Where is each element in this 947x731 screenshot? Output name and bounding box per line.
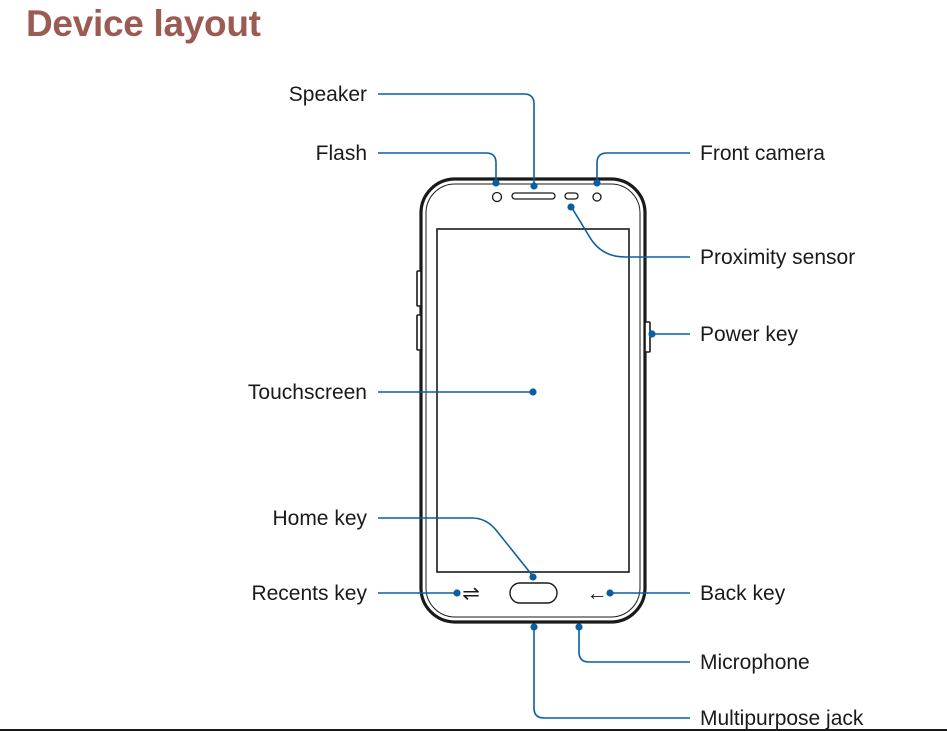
multipurpose-jack-label: Multipurpose jack [700, 707, 864, 730]
flash-dot [492, 179, 500, 187]
touchscreen-label: Touchscreen [248, 381, 367, 404]
front-camera-icon [592, 192, 602, 202]
speaker-label: Speaker [289, 83, 367, 106]
power-key-dot [648, 330, 656, 338]
volume-up-button [416, 270, 422, 307]
microphone-dot [575, 623, 583, 631]
touchscreen-panel [436, 228, 630, 573]
multipurpose-jack-dot [530, 623, 538, 631]
power-key-label: Power key [700, 323, 799, 346]
flash-label: Flash [316, 142, 367, 165]
page-title: Device layout [26, 3, 261, 44]
home-key-icon [509, 582, 558, 604]
home-key-leader [378, 517, 533, 576]
speaker-dot [530, 182, 538, 190]
multipurpose-jack-leader [533, 627, 690, 719]
recents-key-dot [453, 589, 461, 597]
proximity-sensor-dot [567, 203, 575, 211]
back-key-icon: ← [587, 582, 608, 605]
back-key-label: Back key [700, 582, 786, 605]
proximity-sensor-leader [571, 207, 690, 258]
volume-down-button [416, 314, 422, 351]
front-camera-label: Front camera [700, 142, 825, 165]
recents-key-label: Recents key [251, 582, 367, 605]
microphone-leader [578, 627, 690, 663]
speaker-leader [378, 93, 535, 185]
speaker-grille-icon [511, 192, 556, 200]
home-key-dot [529, 573, 537, 581]
front-camera-dot [593, 179, 601, 187]
leader-lines [378, 93, 690, 719]
leader-dots [453, 179, 656, 631]
touchscreen-dot [529, 388, 537, 396]
power-button [644, 321, 651, 353]
home-key-label: Home key [272, 507, 367, 530]
front-camera-leader [596, 152, 690, 182]
flash-leader [378, 152, 497, 182]
proximity-sensor-icon [564, 192, 579, 200]
microphone-label: Microphone [700, 651, 810, 674]
side-buttons [416, 270, 651, 353]
back-key-dot [606, 589, 614, 597]
recents-key-icon: ⇌ [462, 582, 480, 605]
bottom-rule [0, 729, 947, 731]
proximity-sensor-label: Proximity sensor [700, 246, 855, 269]
flash-icon [491, 191, 503, 203]
